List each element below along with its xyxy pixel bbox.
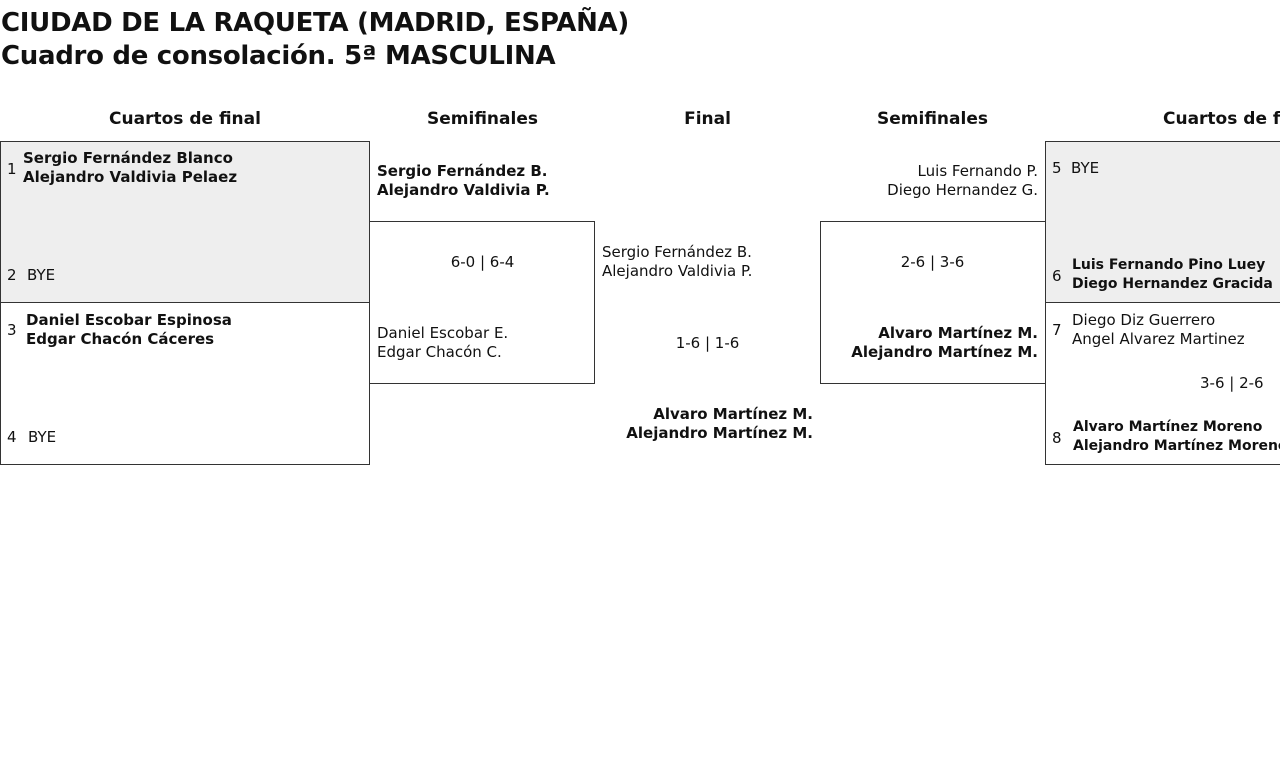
seed-number: 2 xyxy=(7,266,17,284)
player-name: Alvaro Martínez M. xyxy=(653,405,813,423)
team-entry[interactable]: Alvaro Martínez M. Alejandro Martínez M. xyxy=(600,405,813,443)
round-header-final: Final xyxy=(684,109,731,129)
bye-entry: BYE xyxy=(28,428,57,446)
round-header-quarterfinals-left: Cuartos de final xyxy=(109,109,261,129)
team-entry[interactable]: Luis Fernando P. Diego Hernandez G. xyxy=(825,162,1038,200)
quarterfinal-match-4-box xyxy=(1045,302,1280,465)
player-name: Alvaro Martínez Moreno xyxy=(1073,419,1263,435)
team-entry[interactable]: Alvaro Martínez Moreno Alejandro Martíne… xyxy=(1073,418,1280,456)
seed-number: 8 xyxy=(1052,429,1062,447)
seed-number: 1 xyxy=(7,160,17,178)
player-name: Sergio Fernández B. xyxy=(377,162,548,180)
round-header-semifinals-left: Semifinales xyxy=(427,109,538,129)
player-name: Diego Hernandez Gracida xyxy=(1072,276,1273,292)
bye-entry: BYE xyxy=(27,266,56,284)
player-name: Diego Diz Guerrero xyxy=(1072,311,1216,329)
team-entry[interactable]: Alvaro Martínez M. Alejandro Martínez M. xyxy=(825,324,1038,362)
quarterfinal-match-1-box xyxy=(0,141,370,303)
match-score: 1-6 | 1-6 xyxy=(675,334,740,352)
player-name: Sergio Fernández Blanco xyxy=(23,149,233,167)
team-entry[interactable]: Sergio Fernández B. Alejandro Valdivia P… xyxy=(377,162,550,200)
team-entry[interactable]: Daniel Escobar E. Edgar Chacón C. xyxy=(377,324,508,362)
player-name: Edgar Chacón Cáceres xyxy=(26,330,215,348)
player-name: Daniel Escobar Espinosa xyxy=(26,311,232,329)
seed-number: 7 xyxy=(1052,321,1062,339)
quarterfinal-match-3-box xyxy=(1045,141,1280,303)
team-entry[interactable]: Luis Fernando Pino Luey Diego Hernandez … xyxy=(1072,256,1273,294)
seed-number: 3 xyxy=(7,321,17,339)
player-name: Alejandro Martínez Moreno xyxy=(1073,438,1280,454)
player-name: Luis Fernando P. xyxy=(917,162,1038,180)
team-entry[interactable]: Diego Diz Guerrero Angel Alvarez Martine… xyxy=(1072,311,1245,349)
player-name: Sergio Fernández B. xyxy=(602,243,752,261)
team-entry[interactable]: Sergio Fernández Blanco Alejandro Valdiv… xyxy=(23,149,237,187)
player-name: Angel Alvarez Martinez xyxy=(1072,330,1245,348)
semifinal-left-box xyxy=(369,221,595,384)
seed-number: 6 xyxy=(1052,267,1062,285)
player-name: Daniel Escobar E. xyxy=(377,324,509,342)
seed-number: 4 xyxy=(7,428,17,446)
team-entry[interactable]: Daniel Escobar Espinosa Edgar Chacón Các… xyxy=(26,311,232,349)
player-name: Luis Fernando Pino Luey xyxy=(1072,257,1266,273)
player-name: Alejandro Valdivia P. xyxy=(377,181,550,199)
player-name: Alejandro Valdivia P. xyxy=(602,262,753,280)
bye-entry: BYE xyxy=(1071,159,1100,177)
page-subtitle: Cuadro de consolación. 5ª MASCULINA xyxy=(1,41,556,71)
player-name: Diego Hernandez G. xyxy=(887,181,1038,199)
round-header-semifinals-right: Semifinales xyxy=(877,109,988,129)
team-entry[interactable]: Sergio Fernández B. Alejandro Valdivia P… xyxy=(602,243,752,281)
player-name: Edgar Chacón C. xyxy=(377,343,502,361)
player-name: Alejandro Martínez M. xyxy=(626,424,813,442)
round-header-quarterfinals-right: Cuartos de final xyxy=(1163,109,1280,129)
match-score: 2-6 | 3-6 xyxy=(900,253,965,271)
page-title: CIUDAD DE LA RAQUETA (MADRID, ESPAÑA) xyxy=(1,8,629,38)
seed-number: 5 xyxy=(1052,159,1062,177)
player-name: Alejandro Valdivia Pelaez xyxy=(23,168,238,186)
match-score: 3-6 | 2-6 xyxy=(1200,374,1264,392)
match-score: 6-0 | 6-4 xyxy=(450,253,515,271)
player-name: Alejandro Martínez M. xyxy=(851,343,1038,361)
player-name: Alvaro Martínez M. xyxy=(878,324,1038,342)
